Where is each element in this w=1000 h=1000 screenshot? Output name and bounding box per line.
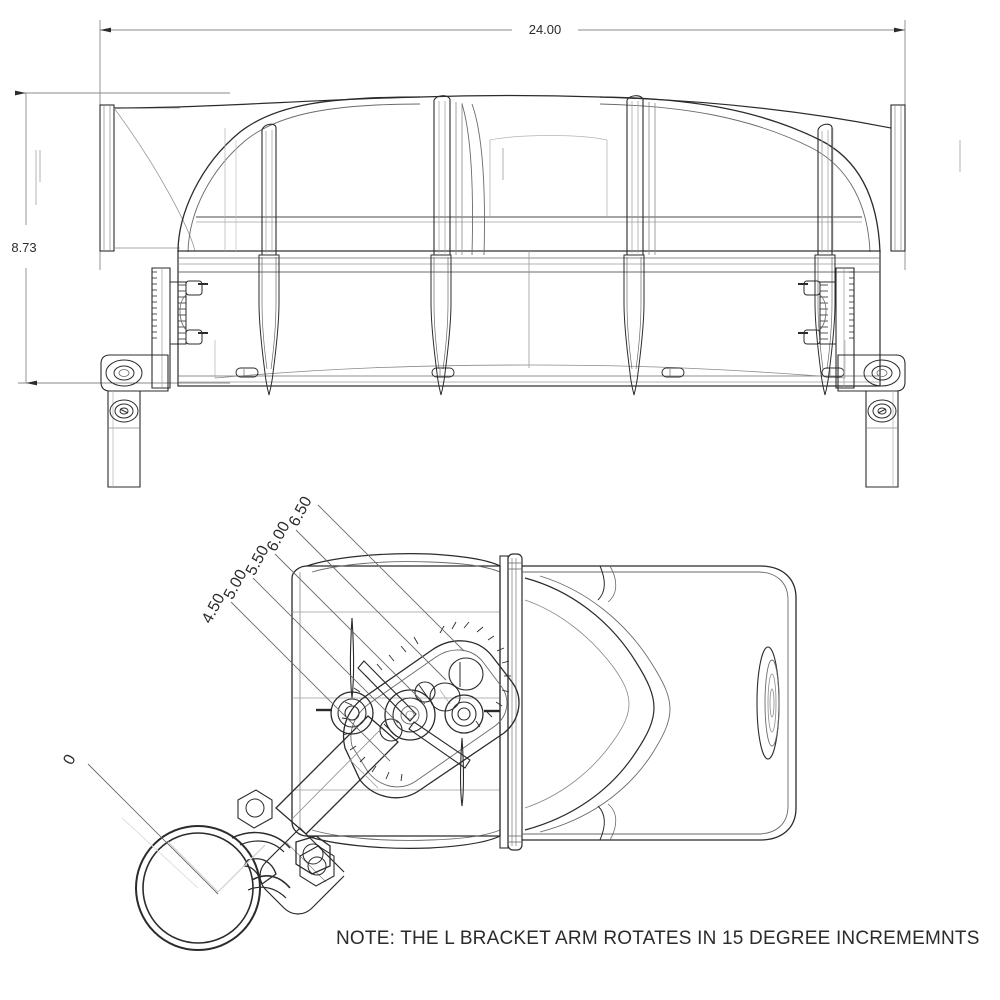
housing-body — [0, 0, 880, 386]
tube-clamp — [122, 818, 330, 950]
leader-label-650: 6.50 — [286, 494, 316, 530]
lens-segment-ribs — [262, 96, 832, 255]
pivot-boss-right — [445, 695, 500, 733]
drawing-note: NOTE: THE L BRACKET ARM ROTATES IN 15 DE… — [336, 928, 980, 949]
leader-line-600 — [296, 530, 446, 680]
arm-bolt-upper — [238, 790, 272, 828]
dimension-length-value: 24.00 — [529, 22, 562, 37]
front-elevation-view — [0, 0, 960, 487]
iso-housing — [292, 554, 796, 850]
left-end-cap — [100, 105, 180, 251]
leader-line-550 — [275, 554, 425, 704]
leader-line-500 — [253, 578, 398, 723]
left-mounting-bracket — [101, 268, 208, 487]
dimension-overall-length: 24.00 — [100, 20, 905, 270]
heatsink-fins — [259, 255, 835, 395]
lens-internal-lines — [196, 128, 862, 251]
dimension-overall-height: 8.73 — [11, 93, 230, 383]
dimension-height-value: 8.73 — [11, 240, 36, 255]
leader-line-zero — [88, 764, 218, 894]
pivot-boss-center — [385, 690, 435, 740]
end-cap-badge — [757, 647, 779, 759]
leader-label-zero: 0 — [60, 752, 79, 768]
right-mounting-bracket — [798, 268, 905, 487]
isometric-end-view: 6.50 6.00 5.50 5.00 4.50 0 — [60, 494, 796, 950]
leader-line-650 — [318, 505, 464, 651]
right-end-cap — [891, 105, 905, 251]
leader-line-450 — [231, 602, 390, 761]
leader-labels: 6.50 6.00 5.50 5.00 4.50 0 — [60, 494, 315, 768]
